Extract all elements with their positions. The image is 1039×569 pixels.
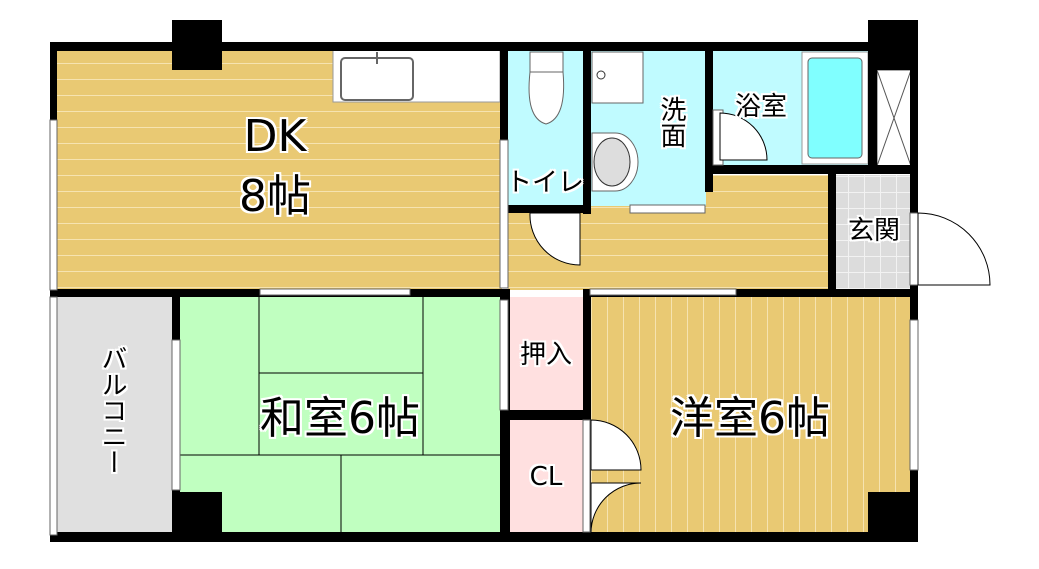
youshitsu-label: 洋室6帖 [670,393,830,444]
washitsu-label: 和室6帖 [260,393,420,444]
door-swings [529,112,991,534]
washing-machine-pan [591,51,644,104]
openings [49,109,919,536]
balcony-label: バルコニー [97,345,127,475]
storage-cabinet [876,69,912,167]
youshitsu-floor [590,297,912,534]
washroom-label: 洗面 [656,96,686,148]
dk-label: DK [243,111,307,162]
kitchen-sink [340,57,414,101]
balcony-floor [57,297,173,535]
closet-label: CL [529,462,563,492]
bath-label: 浴室 [734,92,787,122]
bathtub-water [807,57,863,159]
oshiire-floor [510,297,583,412]
toilet-fixture [528,51,565,125]
tatami-lines [180,297,500,533]
toilet-label: トイレ [505,168,584,198]
wash-basin [591,132,639,192]
entrance-floor [836,175,912,290]
closet-floor [510,420,583,533]
washitsu-floor [180,297,500,533]
dk-size-label: 8帖 [239,171,311,222]
walls [50,20,918,542]
entrance-label: 玄関 [847,216,900,246]
oshiire-label: 押入 [519,340,572,370]
